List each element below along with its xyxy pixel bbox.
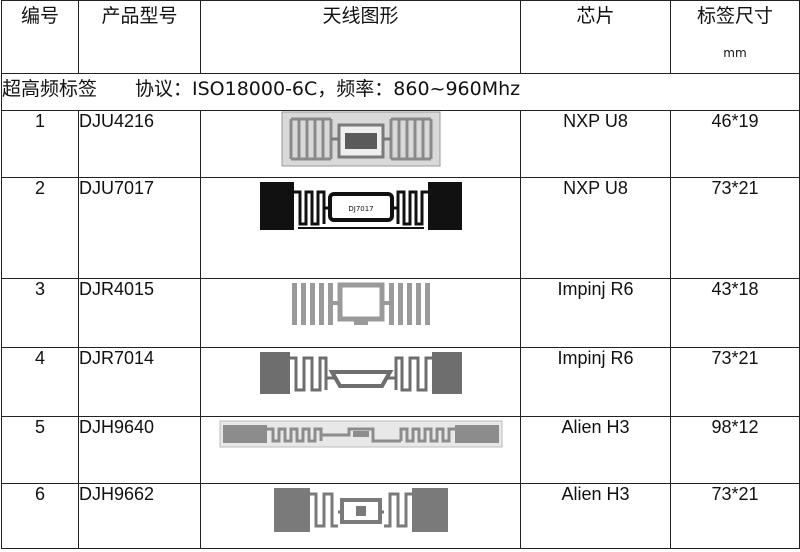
antenna-icon: [291, 282, 430, 325]
band-info: 超高频标签 协议：ISO18000-6C，频率：860~960Mhz: [1, 73, 800, 111]
row-model: DJR7014: [78, 347, 201, 417]
antenna-icon: [259, 352, 462, 394]
table-row: 4 DJR7014 Impinj R6 73*21: [1, 347, 800, 417]
antenna-image-djr7014: [200, 347, 521, 417]
antenna-image-dju7017: DJ7017: [200, 177, 521, 279]
header-size: 标签尺寸 mm: [670, 0, 800, 74]
band-protocol: 协议：ISO18000-6C，频率：860~960Mhz: [135, 78, 521, 100]
row-model: DJH9662: [78, 483, 201, 549]
row-no: 3: [1, 278, 79, 348]
row-size: 98*12: [670, 416, 800, 484]
antenna-icon: [281, 111, 440, 167]
antenna-image-djh9640: [200, 416, 521, 484]
row-chip: Alien H3: [520, 416, 671, 484]
row-model: DJH9640: [78, 416, 201, 484]
antenna-inlay-label: DJ7017: [348, 205, 373, 213]
header-model: 产品型号: [78, 0, 201, 74]
header-antenna: 天线图形: [200, 0, 521, 74]
header-size-unit: mm: [723, 46, 747, 60]
row-size: 73*21: [670, 347, 800, 417]
antenna-icon: [219, 420, 502, 448]
band-row: 超高频标签 协议：ISO18000-6C，频率：860~960Mhz: [1, 73, 800, 111]
antenna-image-dju4216: [200, 110, 521, 178]
antenna-icon: [273, 488, 448, 532]
row-no: 1: [1, 110, 79, 178]
row-chip: Impinj R6: [520, 278, 671, 348]
table-row: 6 DJH9662 Alien H3 73*21: [1, 483, 800, 549]
row-no: 6: [1, 483, 79, 549]
header-size-label: 标签尺寸: [696, 5, 773, 27]
row-no: 5: [1, 416, 79, 484]
table-row: 1 DJU4216 NXP U8 46*19: [1, 110, 800, 178]
table-row: 5 DJH9640 Alien H3 98*12: [1, 416, 800, 484]
row-model: DJU7017: [78, 177, 201, 279]
row-chip: Alien H3: [520, 483, 671, 549]
row-no: 2: [1, 177, 79, 279]
table-row: 3 DJR4015 Impinj R6 43*18: [1, 278, 800, 348]
antenna-image-djr4015: [200, 278, 521, 348]
antenna-image-djh9662: [200, 483, 521, 549]
row-size: 46*19: [670, 110, 800, 178]
header-row: 编号 产品型号 天线图形 芯片 标签尺寸 mm: [1, 0, 800, 74]
row-size: 73*21: [670, 483, 800, 549]
row-chip: Impinj R6: [520, 347, 671, 417]
header-chip: 芯片: [520, 0, 671, 74]
row-size: 73*21: [670, 177, 800, 279]
row-model: DJU4216: [78, 110, 201, 178]
table-row: 2 DJU7017 DJ7017 NXP U8 73*21: [1, 177, 800, 279]
row-no: 4: [1, 347, 79, 417]
row-chip: NXP U8: [520, 177, 671, 279]
band-name: 超高频标签: [2, 78, 98, 100]
header-no: 编号: [1, 0, 79, 74]
row-size: 43*18: [670, 278, 800, 348]
row-model: DJR4015: [78, 278, 201, 348]
row-chip: NXP U8: [520, 110, 671, 178]
antenna-icon: DJ7017: [259, 182, 462, 230]
